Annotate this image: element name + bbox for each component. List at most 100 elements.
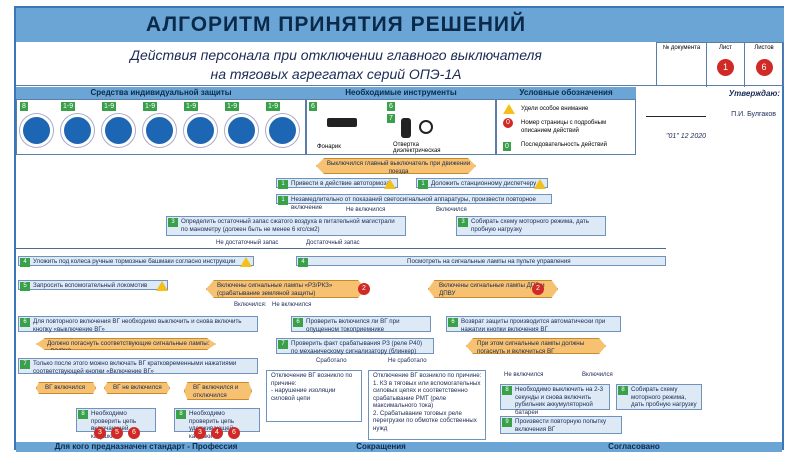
flow-o1: Включены сигнальные лампы «РЗ/РКЗ» (сраб… — [206, 280, 366, 298]
j2-badge-6: 6 — [228, 427, 240, 439]
flashlight-icon — [327, 118, 357, 127]
flow-f3-text: Возврат защиты производится автоматическ… — [461, 318, 606, 333]
subtitle-line-1: Действия персонала при отключении главно… — [130, 47, 542, 63]
legend-page-badge: 0 — [503, 118, 513, 128]
lbl-not-switched-1: Не включился — [346, 207, 386, 213]
ppe-num-7: 1-9 — [266, 102, 281, 111]
flow-e1-num: 5 — [20, 282, 30, 291]
ppe-num-6: 1-9 — [225, 102, 240, 111]
flow-a1-text: Привести в действие автотормоза — [291, 180, 390, 187]
flow-d1-text: Уложить под колеса ручные тормозные башм… — [33, 258, 236, 265]
lbl-low-reserve: Не достаточный запас — [216, 240, 279, 246]
j1-badge-6: 6 — [128, 427, 140, 439]
screwdriver-label: Отвертка диэлектрическая — [393, 142, 441, 154]
flow-h1-text: Только после этого можно включать ВГ кра… — [33, 360, 237, 375]
a1-warning-icon — [384, 179, 396, 189]
flow-f1-text: Для повторного включения ВГ необходимо в… — [33, 318, 242, 333]
ppe-header: Средства индивидуальной защиты — [16, 87, 306, 99]
j1-badge-3: 3 — [94, 427, 106, 439]
lbl-enough-reserve: Достаточный запас — [306, 240, 360, 246]
vest-icon — [266, 114, 299, 147]
flow-d2-text: Посмотреть на сигнальные лампы на пульте… — [407, 258, 571, 265]
ppe-panel: 8 1-9 1-9 1-9 1-9 1-9 1-9 — [16, 99, 306, 155]
flow-a2-text: Доложить станционному диспетчеру — [431, 180, 537, 187]
flow-l2-num: 8 — [618, 386, 628, 395]
hard-hat-icon — [184, 114, 217, 147]
ppe-num-3: 1-9 — [102, 102, 117, 111]
legend-page-ref: Номер страницы с подробным описанием дей… — [521, 120, 607, 134]
flow-d2: 4 Посмотреть на сигнальные лампы на пульт… — [296, 256, 666, 267]
legend-sequence: Последовательность действий — [521, 142, 607, 148]
flow-f1-num: 6 — [20, 318, 30, 327]
sheet-number: 1 — [717, 59, 734, 76]
ppe-num-5: 1-9 — [184, 102, 199, 111]
decision-sheet: АЛГОРИТМ ПРИНЯТИЯ РЕШЕНИЙ Действия персо… — [14, 6, 784, 452]
screwdriver-icon — [401, 118, 411, 138]
lbl-not-switched-2: Не включился — [272, 302, 312, 308]
screwdriver-tip-icon — [419, 120, 433, 134]
lbl-switched-3: Включился — [582, 372, 613, 378]
tool-num-2: 6 — [387, 102, 395, 111]
j1-badge-5: 5 — [111, 427, 123, 439]
ppe-num-4: 1-9 — [143, 102, 158, 111]
page-title: АЛГОРИТМ ПРИНЯТИЯ РЕШЕНИЙ — [16, 8, 656, 42]
flashlight-label: Фонарик — [317, 144, 341, 150]
lbl-not-switched-3: Не включился — [504, 372, 544, 378]
ppe-num-2: 1-9 — [61, 102, 76, 111]
flow-c2-text: Собирать схему моторного режима, дать пр… — [471, 218, 589, 233]
j2-badge-3: 3 — [194, 427, 206, 439]
connector-line — [16, 248, 666, 249]
footer-abbreviations: Сокращения — [276, 442, 486, 452]
flow-i2: ВГ не включился — [104, 382, 170, 394]
flow-o2: Включены сигнальные лампы ДПВ и ДПВУ — [428, 280, 558, 298]
o2-page-badge: 2 — [532, 283, 544, 295]
lbl-switched-2: Включился: — [234, 302, 267, 308]
flow-l2-text: Собирать схему моторного режима, дать пр… — [631, 386, 697, 408]
e1-warning-icon — [156, 281, 168, 291]
lbl-not-triggered: Не сработало — [388, 358, 427, 364]
flow-g2-text: Проверить факт срабатывания РЗ (реле Р40… — [291, 340, 423, 355]
header-blue-corner — [656, 8, 784, 42]
doc-info: № документа Лист 1 Листов 6 — [656, 42, 784, 87]
lbl-triggered: Сработало — [316, 358, 347, 364]
flow-h1-num: 7 — [20, 360, 30, 369]
approver-name: П.И. Булгаков — [731, 111, 776, 118]
flow-l1-text: Необходимо выключить на 2-3 секунды и сн… — [515, 386, 604, 416]
doc-number-label: № документа — [657, 43, 707, 87]
j2-badge-4: 4 — [211, 427, 223, 439]
footer-audience: Для кого предназначен стандарт - Професс… — [16, 442, 276, 452]
gloves-icon — [20, 114, 53, 147]
sheet-cell: Лист 1 — [707, 43, 745, 87]
flow-f2-num: 6 — [293, 318, 303, 327]
flow-g1: Должно погаснуть соответствующие сигналь… — [36, 338, 216, 350]
footer-approved: Согласовано — [486, 442, 782, 452]
flow-d2-num: 4 — [298, 258, 308, 267]
flow-c1-num: 3 — [168, 218, 178, 227]
flow-i3: ВГ включился и отключился — [184, 382, 252, 400]
flow-a1-num: 1 — [278, 180, 288, 189]
sheets-cell: Листов 6 — [745, 43, 783, 87]
flow-e1-text: Запросить вспомогательный локомотив — [33, 282, 148, 289]
flow-k1: Отключение ВГ возникло по причине: - нар… — [266, 370, 362, 422]
flow-j1-num: 8 — [78, 410, 88, 419]
tool-num-3: 7 — [387, 114, 395, 123]
flow-k2: Отключение ВГ возникло по причине: 1. КЗ… — [368, 370, 486, 440]
flow-b1-text: Незамедлительно от показаний светосигнал… — [291, 196, 536, 211]
flow-l1-num: 8 — [502, 386, 512, 395]
page-subtitle: Действия персонала при отключении главно… — [16, 42, 656, 86]
a2-warning-icon — [534, 179, 546, 189]
sheet-label: Лист — [718, 45, 733, 51]
flow-f3-num: 6 — [448, 318, 458, 327]
flow-i1: ВГ включился — [36, 382, 96, 394]
flow-start: Выключился главный выключатель при движе… — [316, 158, 476, 174]
sheets-label: Листов — [754, 45, 774, 51]
